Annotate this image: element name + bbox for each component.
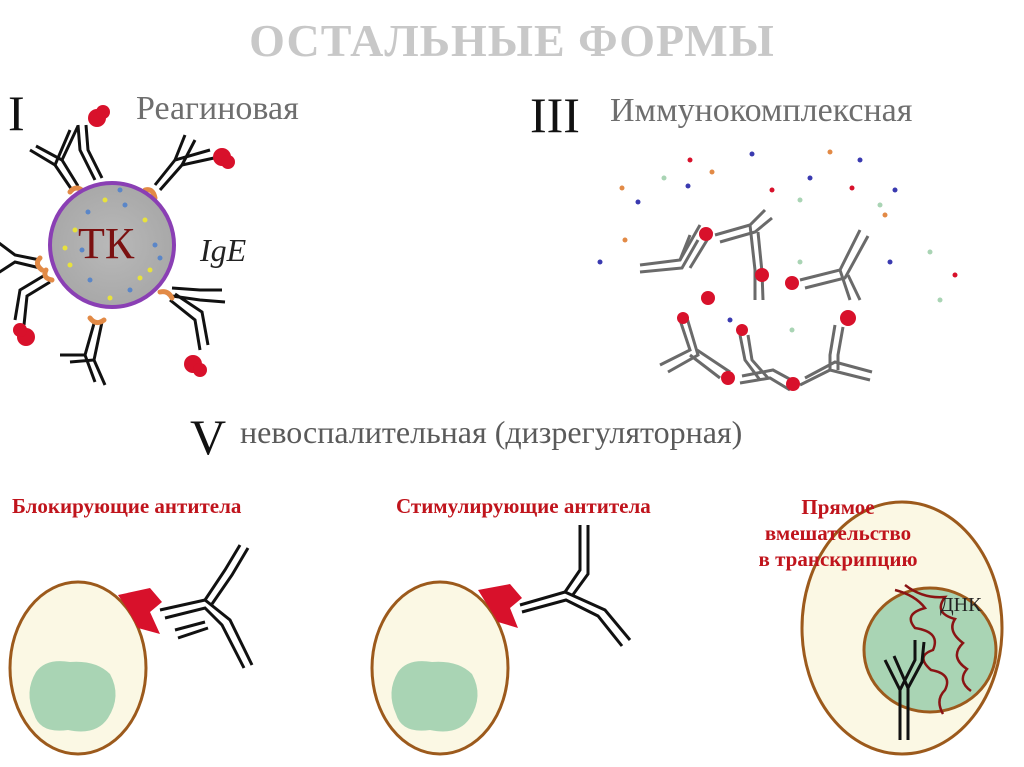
- label-stimulating-antibodies: Стимулирующие антитела: [396, 494, 651, 518]
- cell-label-tk: ТК: [78, 219, 135, 268]
- antibody-label-ige: IgE: [200, 232, 247, 268]
- penetrating-antibody: [883, 640, 926, 740]
- label-blocking-antibodies: Блокирующие антитела: [12, 494, 242, 518]
- dna-helix: [894, 584, 972, 715]
- dna-label: ДНК: [940, 594, 982, 616]
- antibody-network: [639, 208, 873, 392]
- stimulating-diagram: [370, 525, 632, 756]
- immunocomplex-diagram: [597, 149, 958, 392]
- blocking-diagram: [8, 544, 254, 756]
- stimulating-antibody: [519, 525, 632, 647]
- numeral-iii: III: [530, 87, 580, 143]
- cell-nucleus: [29, 661, 116, 732]
- receptor-stimulated: [478, 584, 522, 628]
- ige-antibodies: [0, 124, 226, 386]
- heading-noninflammatory: невоспалительная (дизрегуляторная): [240, 414, 743, 450]
- direct-line-1: Прямое: [801, 495, 875, 519]
- allergens: [13, 105, 235, 377]
- direct-line-3: в транскрипцию: [758, 547, 918, 571]
- numeral-i: I: [8, 85, 25, 141]
- soluble-antigen-dots: [597, 149, 958, 333]
- label-direct-transcription: Прямое вмешательство в транскрипцию: [718, 494, 958, 572]
- blocking-antibody: [159, 544, 254, 669]
- heading-reaginic: Реагиновая: [136, 90, 299, 127]
- page-title: ОСТАЛЬНЫЕ ФОРМЫ: [249, 15, 775, 66]
- mast-cell: [48, 181, 176, 309]
- heading-immunocomplex: Иммунокомплексная: [610, 92, 913, 129]
- direct-line-2: вмешательство: [764, 521, 912, 545]
- cell-nucleus: [391, 661, 478, 732]
- reaginic-diagram: [0, 105, 235, 386]
- complex-antigens: [677, 227, 856, 391]
- transcription-diagram: [800, 500, 1004, 756]
- granules: [62, 187, 163, 301]
- receptor-blocked: [118, 588, 162, 634]
- numeral-v: V: [190, 409, 227, 465]
